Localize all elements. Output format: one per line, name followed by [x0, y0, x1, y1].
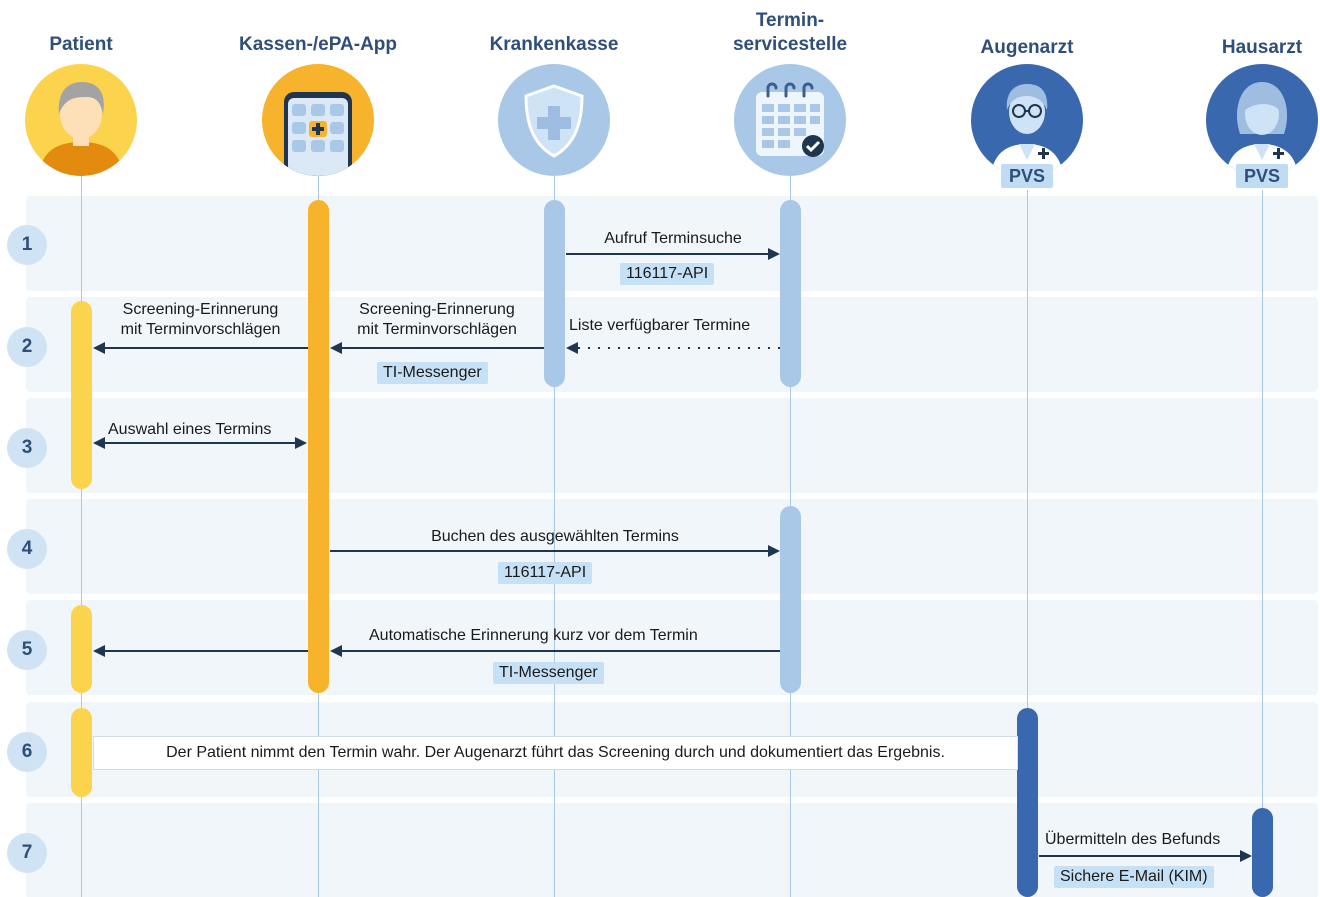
- actor-name-tss-line1: Termin-: [755, 10, 825, 31]
- step-band-4: [26, 499, 1318, 594]
- label-liste-termine: Liste verfügbarer Termine: [569, 317, 751, 334]
- label-erinnerung-kasse-line2: mit Terminvorschlägen: [357, 321, 517, 338]
- step-number-1: 1: [7, 225, 47, 265]
- step-band-2: [26, 297, 1318, 392]
- activation-patient-2: [71, 605, 92, 693]
- activation-tss-1: [780, 200, 801, 387]
- label-erinnerung-app-line2: mit Terminvorschlägen: [120, 321, 281, 338]
- step-band-3: [26, 398, 1318, 493]
- actor-name-augenarzt: Augenarzt: [980, 37, 1074, 58]
- actor-name-tss-line2: servicestelle: [732, 34, 848, 55]
- lifeline-patient: [81, 176, 82, 897]
- label-erinnerung-termin: Automatische Erinnerung kurz vor dem Ter…: [369, 627, 698, 644]
- tag-kim: Sichere E-Mail (KIM): [1054, 866, 1214, 888]
- activation-augenarzt: [1017, 708, 1038, 897]
- label-befund: Übermitteln des Befunds: [1045, 831, 1221, 848]
- lifeline-augenarzt: [1027, 190, 1028, 897]
- app-avatar-icon: [262, 64, 374, 176]
- label-erinnerung-kasse-line1: Screening-Erinnerung: [359, 301, 515, 318]
- activation-patient-1: [71, 301, 92, 489]
- lifeline-hausarzt: [1262, 190, 1263, 897]
- actor-name-hausarzt: Hausarzt: [1221, 37, 1303, 58]
- activation-kasse: [544, 200, 565, 387]
- tag-116117-api-2: 116117-API: [498, 562, 593, 584]
- actor-name-patient: Patient: [49, 34, 113, 55]
- step-number-5: 5: [7, 630, 47, 670]
- label-buchen-termin: Buchen des ausgewählten Termins: [431, 528, 679, 545]
- actor-name-app: Kassen-/ePA-App: [238, 34, 397, 55]
- label-aufruf-terminsuche: Aufruf Terminsuche: [604, 230, 742, 247]
- tag-116117-api-1: 116117-API: [620, 263, 715, 285]
- note-screening: Der Patient nimmt den Termin wahr. Der A…: [93, 736, 1018, 770]
- label-erinnerung-app-line1: Screening-Erinnerung: [122, 301, 279, 318]
- step-band-5: [26, 600, 1318, 695]
- activation-hausarzt: [1252, 808, 1273, 897]
- activation-tss-2: [780, 506, 801, 693]
- step-number-2: 2: [7, 327, 47, 367]
- patient-avatar-icon: [25, 64, 137, 176]
- hausarzt-avatar-icon: [1206, 64, 1318, 176]
- activation-app: [308, 200, 329, 693]
- tag-ti-messenger-2: TI-Messenger: [493, 662, 604, 684]
- step-number-6: 6: [7, 732, 47, 772]
- pvs-label-augenarzt: PVS: [1001, 164, 1053, 188]
- shield-icon: [498, 64, 610, 176]
- pvs-label-hausarzt: PVS: [1236, 164, 1288, 188]
- step-number-3: 3: [7, 428, 47, 468]
- step-number-4: 4: [7, 529, 47, 569]
- tag-ti-messenger-1: TI-Messenger: [377, 362, 488, 384]
- actor-name-kasse: Krankenkasse: [489, 34, 619, 55]
- augenarzt-avatar-icon: [971, 64, 1083, 176]
- step-number-7: 7: [7, 833, 47, 873]
- label-auswahl-termin: Auswahl eines Termins: [108, 421, 272, 438]
- lifeline-kasse: [554, 176, 555, 897]
- activation-patient-3: [71, 708, 92, 797]
- calendar-icon: [734, 64, 846, 176]
